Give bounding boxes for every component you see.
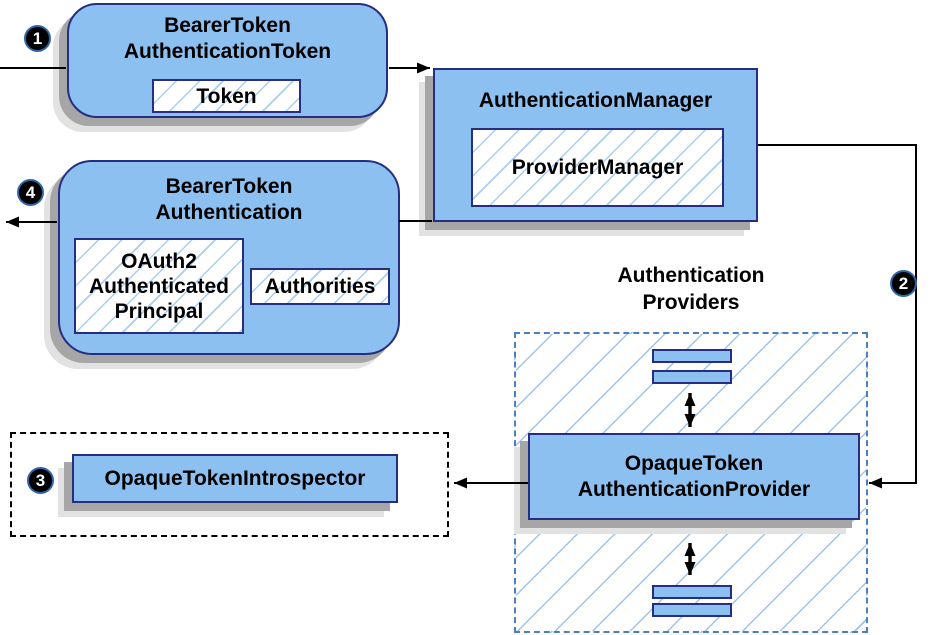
authentication-providers-title: Authentication Providers [617, 264, 765, 314]
opaque-token-introspector-node: OpaqueTokenIntrospector [72, 454, 398, 503]
provider-manager-field: ProviderManager [471, 128, 724, 207]
authentication-manager-title: AuthenticationManager [478, 89, 713, 112]
opaque-token-authentication-provider-node: OpaqueToken AuthenticationProvider [528, 433, 860, 520]
token-field-label: Token [196, 84, 257, 108]
opaque-token-introspector-container [10, 432, 449, 537]
provider-placeholder-bar [652, 603, 732, 617]
provider-placeholder-bar [652, 370, 732, 384]
oauth2-authenticated-principal-field: OAuth2 Authenticated Principal [74, 238, 244, 334]
step-3-badge: 3 [27, 467, 54, 494]
provider-manager-field-label: ProviderManager [511, 156, 684, 179]
bearer-token-authentication-node: BearerToken Authentication OAuth2 Authen… [58, 160, 400, 355]
authentication-manager-node: AuthenticationManager ProviderManager [433, 68, 758, 222]
token-field: Token [152, 79, 301, 113]
opaque-token-introspector-label: OpaqueTokenIntrospector [104, 466, 366, 490]
step-4-badge: 4 [17, 179, 44, 206]
oauth2-authenticated-principal-label: OAuth2 Authenticated Principal [88, 249, 229, 323]
step-2-badge: 2 [890, 270, 917, 297]
authorities-field: Authorities [250, 268, 390, 305]
opaque-token-authentication-provider-label: OpaqueToken AuthenticationProvider [577, 451, 811, 501]
bearer-token-authentication-token-node: BearerToken AuthenticationToken Token [67, 3, 388, 118]
step-1-badge: 1 [24, 25, 51, 52]
bearer-token-authentication-token-title: BearerToken AuthenticationToken [123, 14, 332, 63]
provider-placeholder-bar [652, 349, 732, 363]
bearer-token-authentication-title: BearerToken Authentication [155, 175, 303, 224]
provider-placeholder-bar [652, 585, 732, 599]
authorities-field-label: Authorities [264, 275, 376, 298]
